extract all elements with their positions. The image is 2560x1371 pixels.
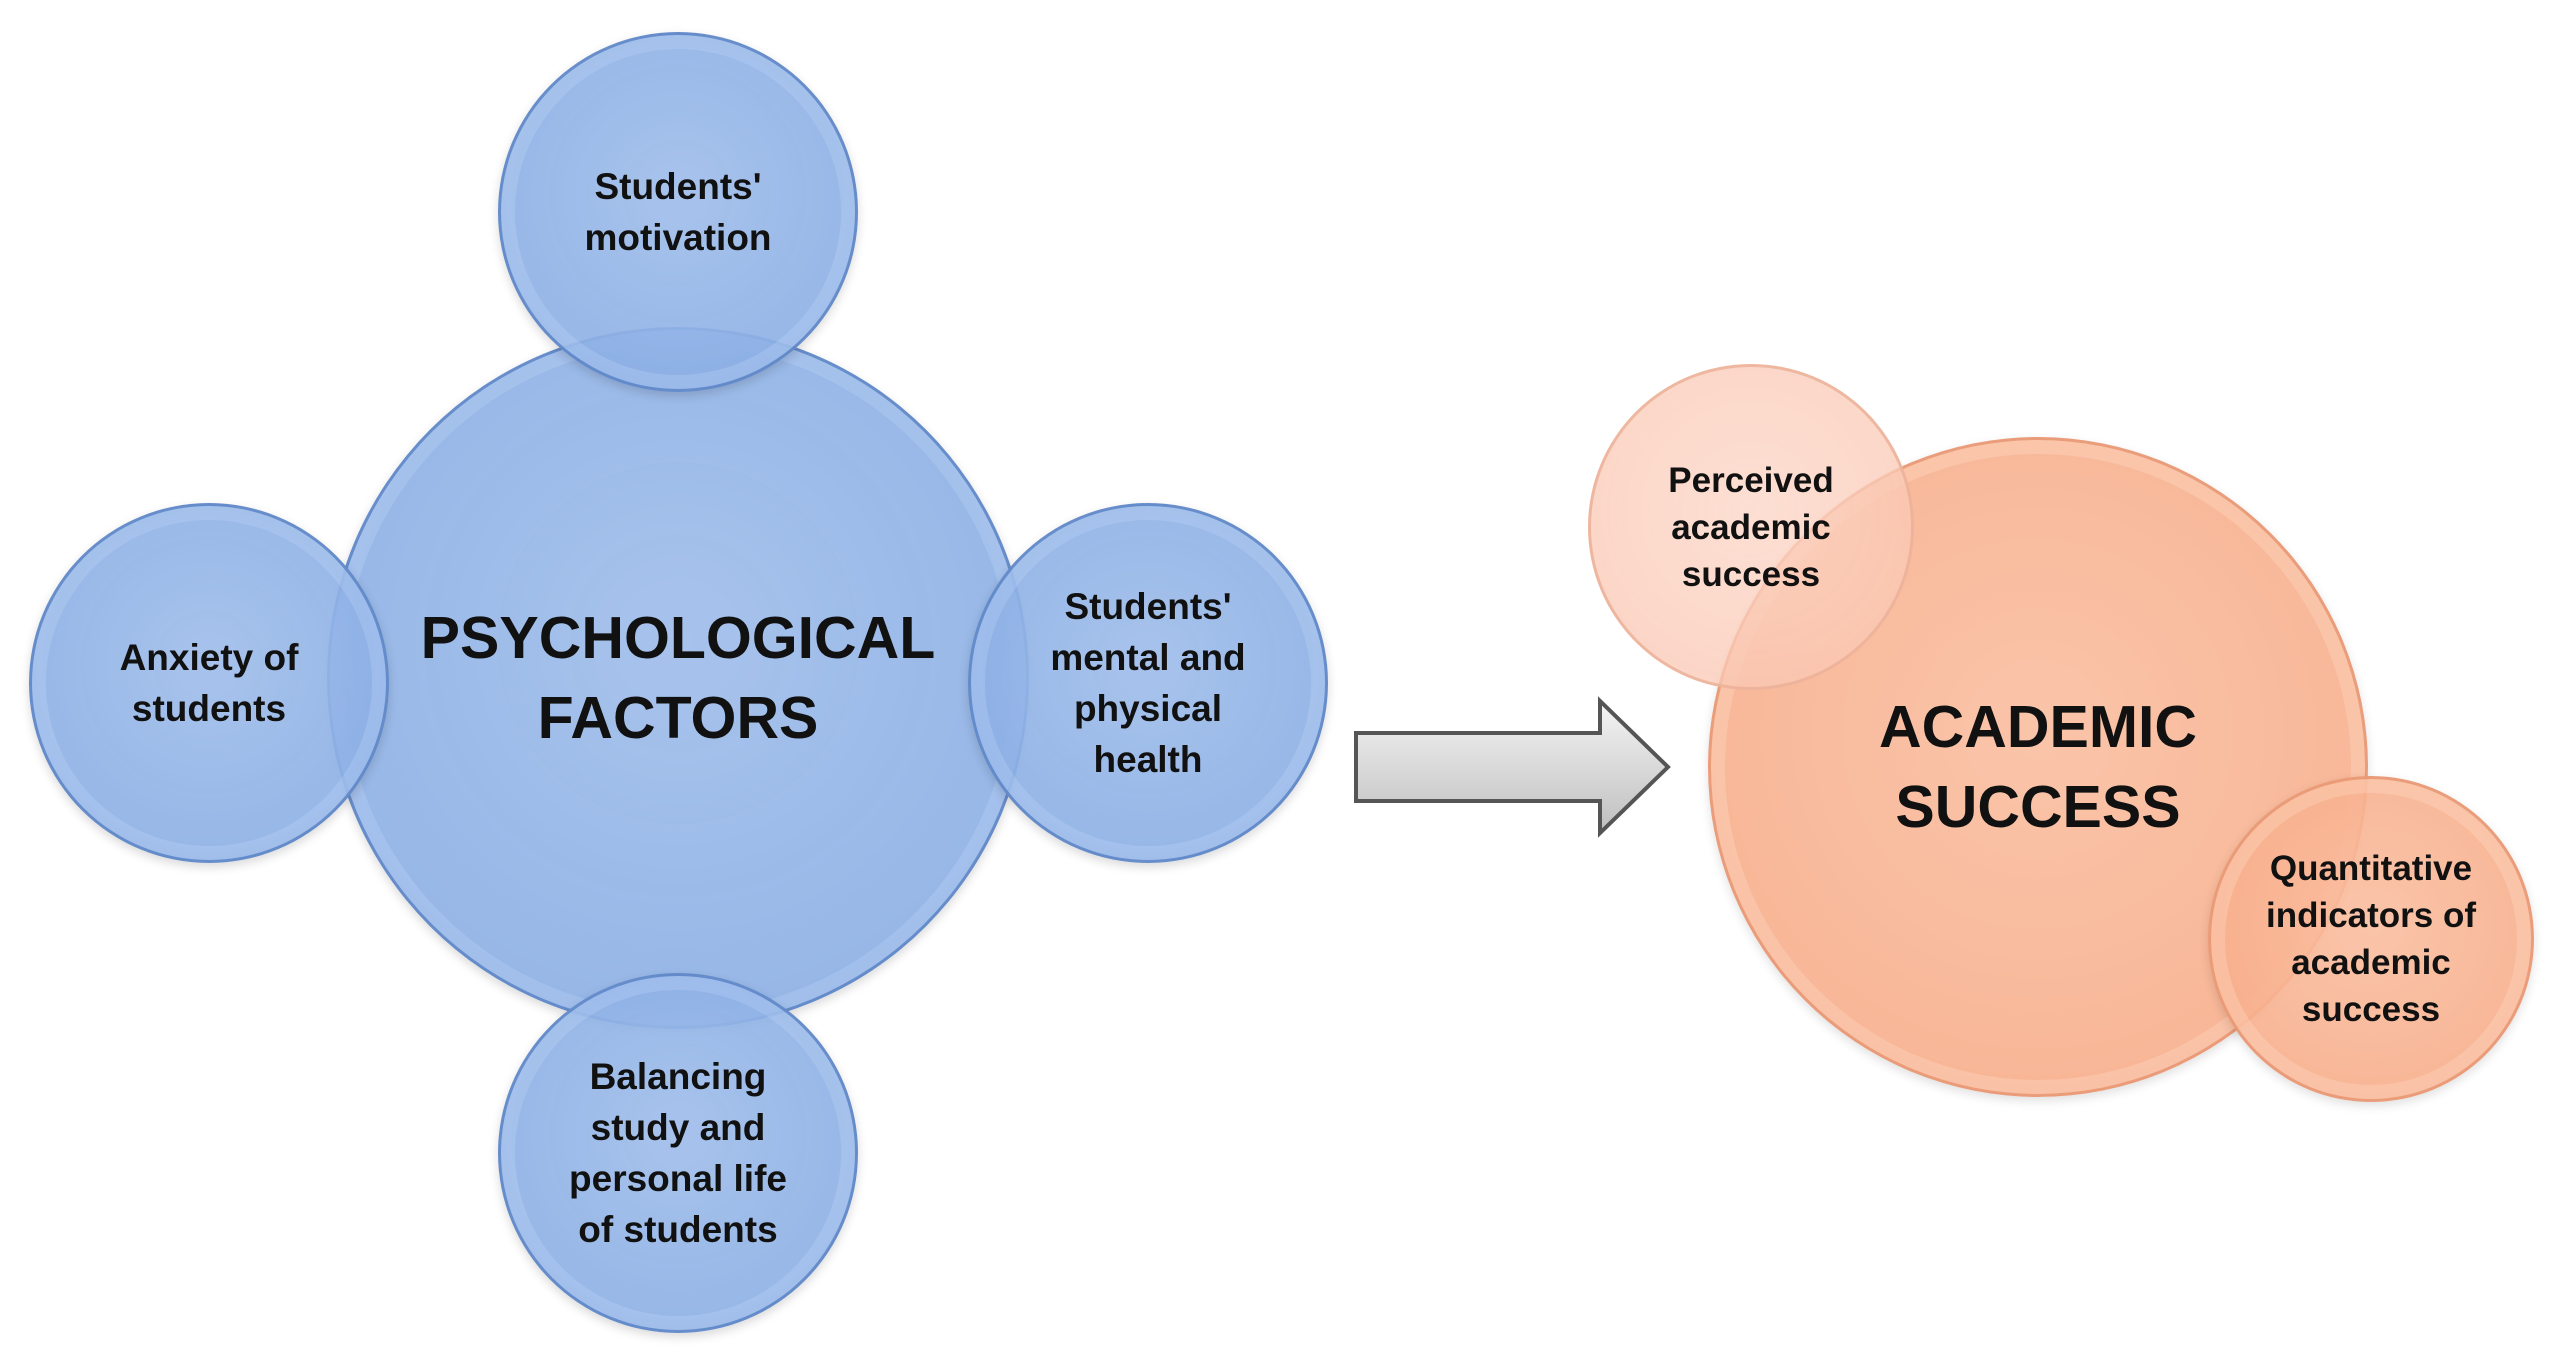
quantitative-indicators-label: Quantitative indicators of academic succ… xyxy=(2265,849,2477,1029)
balance-circle: Balancing study and personal life of stu… xyxy=(498,973,858,1333)
motivation-circle: Students' motivation xyxy=(498,32,858,392)
health-label: Students' mental and physical health xyxy=(1050,586,1246,780)
arrow-icon xyxy=(1354,696,1671,838)
psychological-factors-label: PSYCHOLOGICAL FACTORS xyxy=(420,605,936,751)
psychological-factors-circle: PSYCHOLOGICAL FACTORS xyxy=(327,327,1029,1029)
health-circle: Students' mental and physical health xyxy=(968,503,1328,863)
anxiety-circle: Anxiety of students xyxy=(29,503,389,863)
quantitative-indicators-circle: Quantitative indicators of academic succ… xyxy=(2208,776,2534,1102)
perceived-success-circle: Perceived academic success xyxy=(1588,364,1914,690)
academic-success-label: ACADEMIC SUCCESS xyxy=(1879,694,2197,840)
perceived-success-label: Perceived academic success xyxy=(1668,460,1834,594)
balance-label: Balancing study and personal life of stu… xyxy=(569,1056,787,1250)
anxiety-label: Anxiety of students xyxy=(119,637,299,729)
motivation-label: Students' motivation xyxy=(584,166,772,258)
